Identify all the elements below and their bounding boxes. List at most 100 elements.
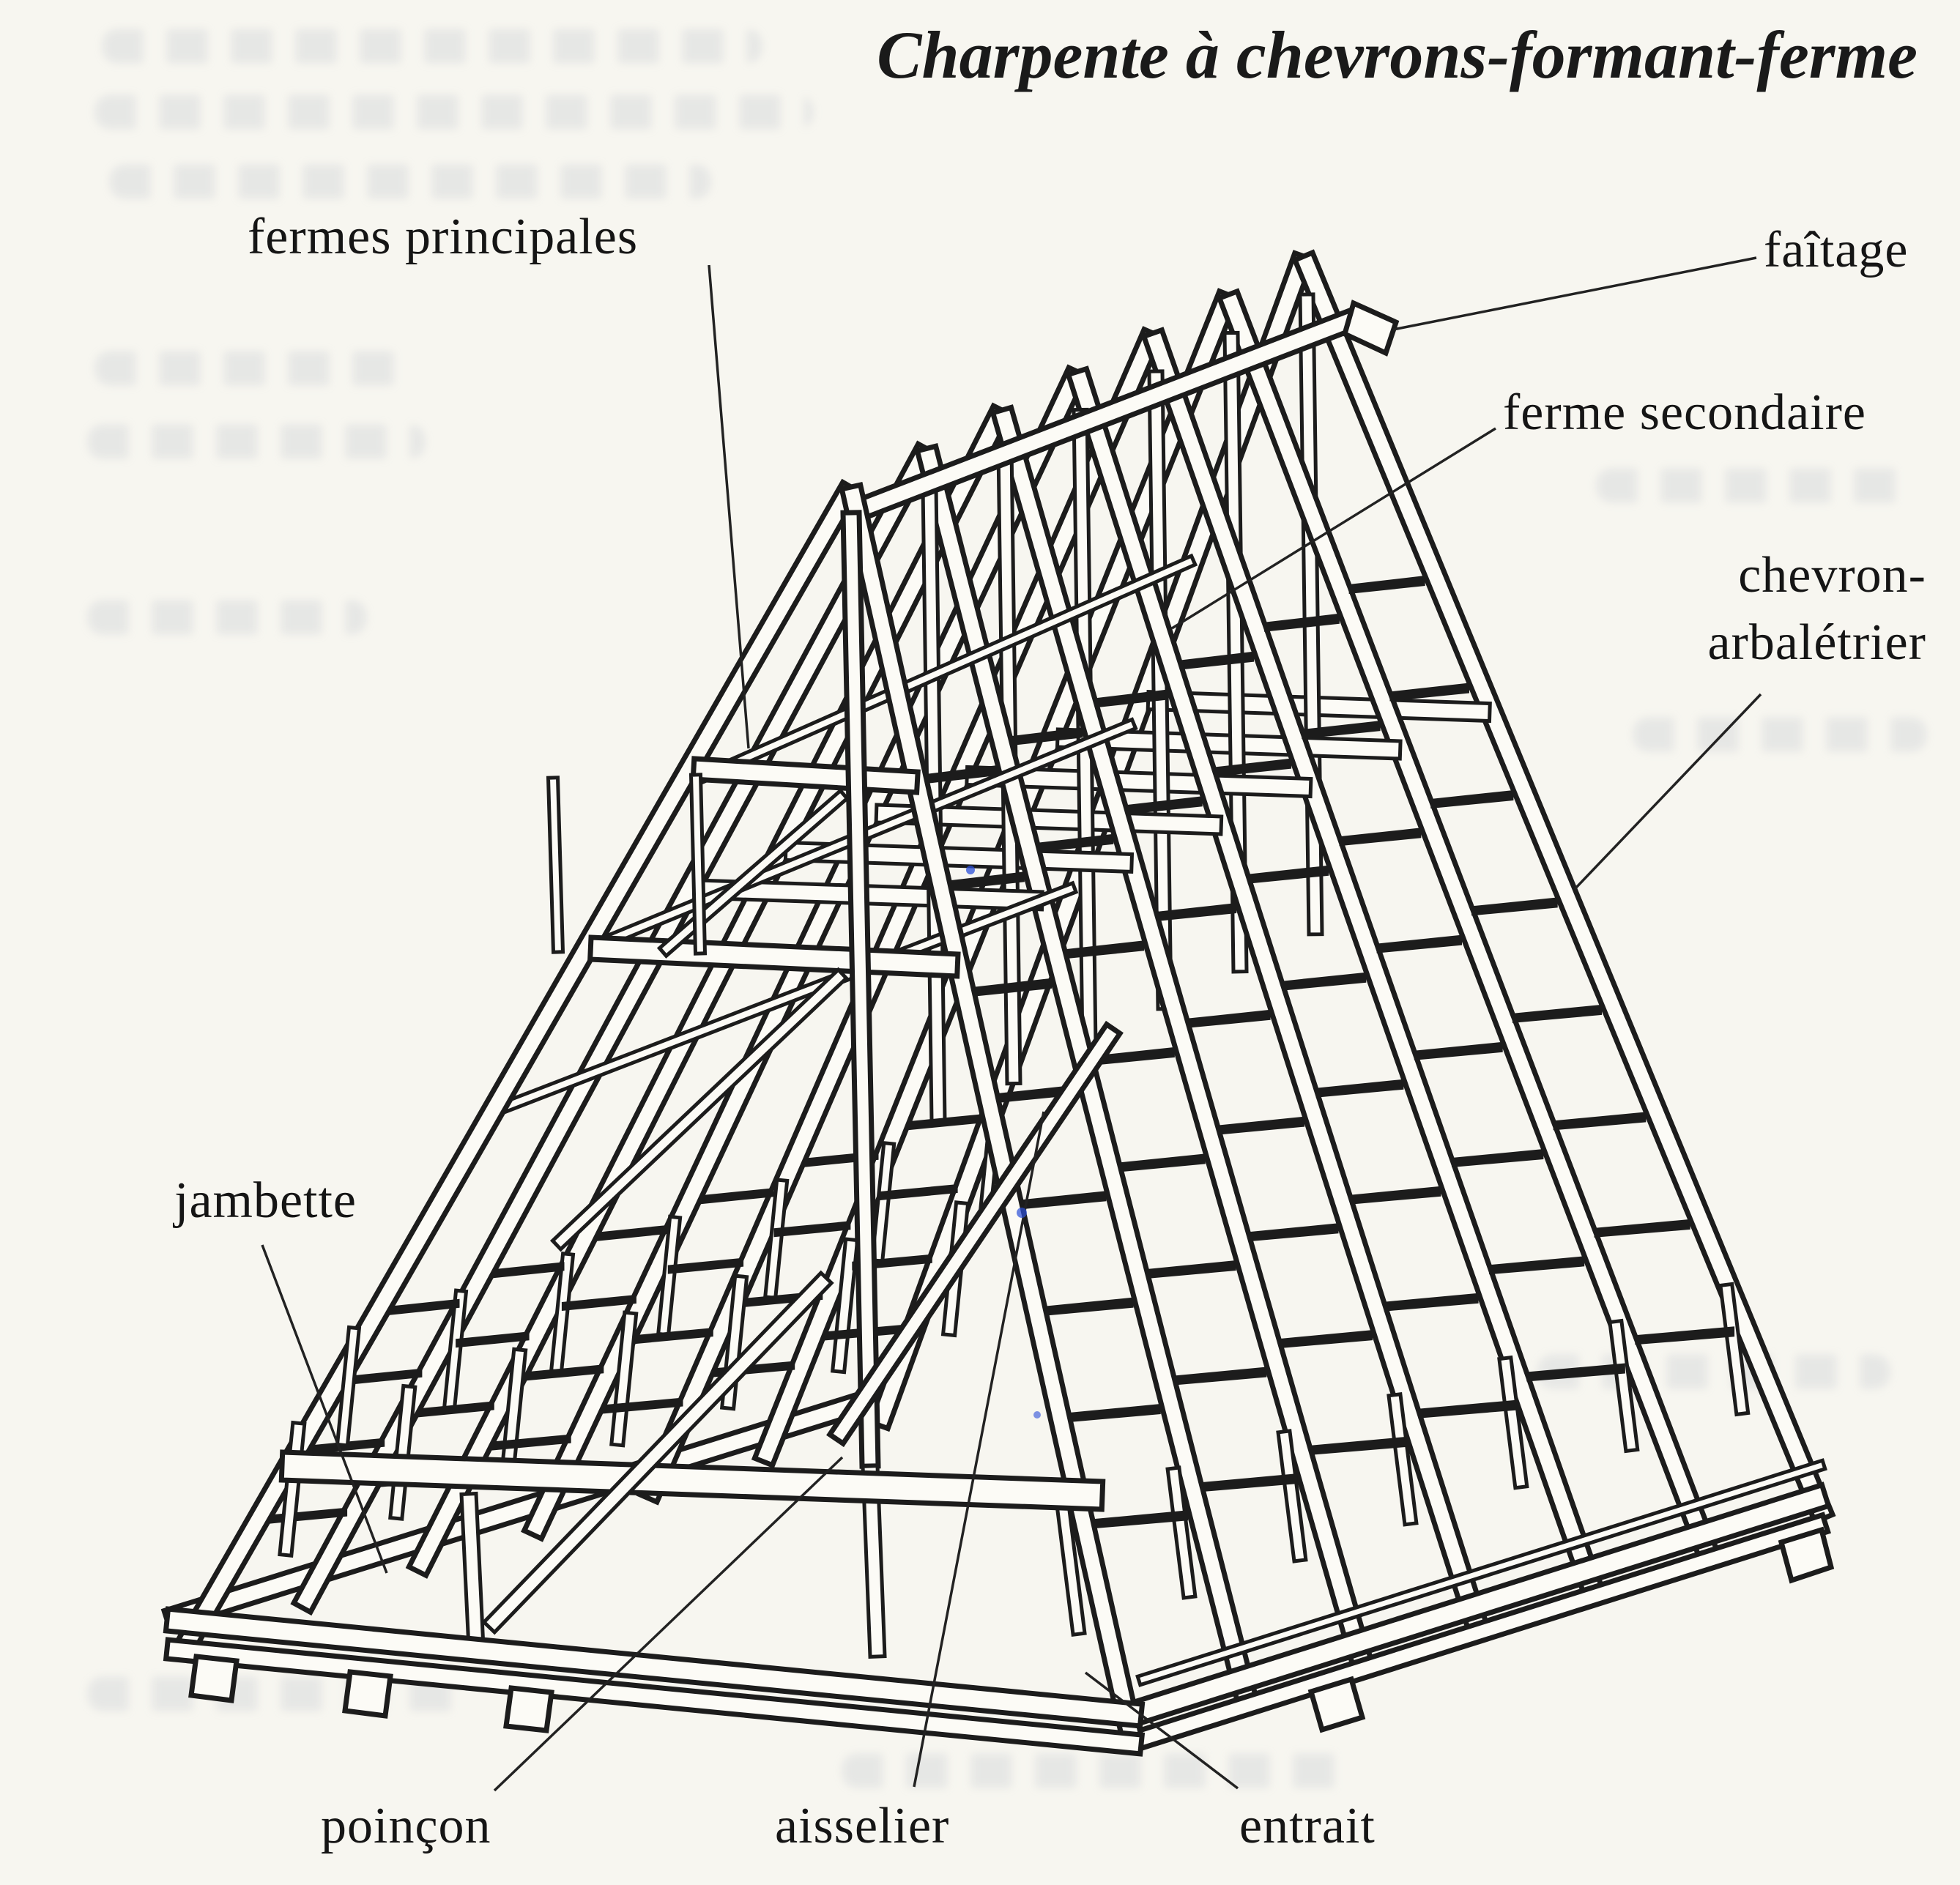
front-sill-lower [163,1637,1146,1757]
leader-lines [261,256,1762,1792]
king-post [1222,330,1249,974]
leader-faitage [1392,256,1757,331]
hatch-bar [1302,721,1381,740]
blue-ink-speck [1033,1411,1041,1419]
hatch-bar [1348,576,1425,594]
hatch-bar [1282,972,1367,991]
hatch-bar [1526,1363,1625,1382]
jambette-strut [1165,1465,1198,1600]
rafter-right [1216,288,1721,1562]
hatch-bar [1045,1297,1134,1316]
label-faitage: faîtage [1764,222,1909,278]
gable-diagonal [656,788,850,959]
label-poincon: poinçon [321,1798,491,1854]
hatch-bar [493,1262,565,1279]
hatch-bar [1037,833,1114,852]
hatch-bar [1389,683,1469,702]
hatch-bar [1430,790,1514,808]
hatch-bar [1315,1079,1404,1098]
leader-jambette [261,1244,388,1574]
label-chevron-arbaletrier-line1: chevron- [1738,547,1926,603]
hatch-bar [1414,1041,1503,1060]
hatch-bar [1452,1149,1544,1167]
hatch-bar [1376,934,1462,953]
hatch-bar [1310,1436,1407,1455]
label-chevron-arbaletrier-line2: arbalétrier [1707,614,1926,672]
hatch-bar [1217,1116,1305,1135]
hatch-bar [1214,758,1292,777]
hatch-bar [1553,1112,1647,1131]
leader-fermes-principales [708,264,750,749]
hatch-bar [389,1298,460,1315]
label-chevron-arbaletrier: chevron- arbalétrier [1707,542,1926,677]
blue-ink-speck [966,866,975,874]
hatch-bar [349,1368,423,1385]
hatch-bar [527,1364,604,1381]
sill-foot [1307,1676,1366,1733]
hatch-bar [1248,1223,1339,1242]
hatch-bar [635,1328,713,1345]
hatch-bar [1092,1046,1175,1066]
ridge-beam-end [1341,300,1400,357]
hatch-bar [1021,1191,1107,1210]
hatch-bar [417,1401,494,1418]
hatch-bar [926,765,998,784]
label-aisselier: aisselier [775,1798,950,1854]
hatch-bar [1201,1473,1298,1492]
hatch-bar [1594,1219,1690,1238]
ink-specks [966,866,1041,1419]
hatch-bar [1156,903,1237,921]
hatch-bar [1471,897,1558,916]
tie-beam-entrait [278,1449,1106,1512]
front-sill-upper [163,1606,1146,1729]
hatch-bar [1093,1510,1188,1529]
timber-structure [160,249,1836,1757]
king-post-lower [861,1464,887,1659]
blue-ink-speck [1017,1208,1027,1218]
rafter-right [1140,327,1606,1598]
hatch-bar [602,1397,683,1414]
hatch-bar [1065,940,1145,959]
hatch-bar [997,1085,1080,1103]
leader-poincon [493,1456,844,1792]
gable-stud [546,776,565,954]
right-plate-top-line [1135,1458,1827,1687]
hatch-bar [880,1184,958,1200]
hatch-bar [700,1188,774,1205]
hatch-bar [773,1221,851,1238]
hatch-bar [667,1257,744,1274]
gable-diagonal [481,1270,834,1635]
hatch-bar [1512,1004,1603,1023]
hatch-bar [561,1295,636,1311]
hatch-bar [456,1331,530,1348]
jambette-strut [1608,1318,1640,1454]
right-wall-plate [1127,1481,1832,1728]
hatch-bar [1279,1330,1373,1349]
jambette-strut [1718,1282,1751,1417]
hatch-bar [1489,1256,1585,1275]
hatch-bar [1179,651,1255,670]
sill-foot [1778,1526,1835,1584]
leader-chevron-arbaletrier [1573,693,1762,891]
hatch-bar [1247,865,1329,884]
hatch-bar [1635,1326,1735,1345]
hatch-bar [973,978,1053,997]
rafter-right [1291,249,1836,1525]
hatch-bar [1146,1260,1236,1279]
figure-title: Charpente à chevrons-formant-ferme [877,18,1918,92]
sill-foot [342,1669,393,1719]
hatch-bar [596,1224,669,1241]
label-jambette: jambette [174,1172,357,1229]
hatch-bar [491,1434,571,1451]
hatch-bar [949,871,1025,891]
hatch-bar [1174,1367,1267,1386]
hatch-bar [1350,1186,1441,1205]
jambette-strut [1497,1355,1529,1490]
label-fermes-principales: fermes principales [248,209,639,265]
label-entrait: entrait [1239,1798,1376,1854]
hatch-bar [1339,828,1422,847]
hatch-bar [1119,1153,1206,1172]
hatch-bar [1384,1293,1479,1312]
